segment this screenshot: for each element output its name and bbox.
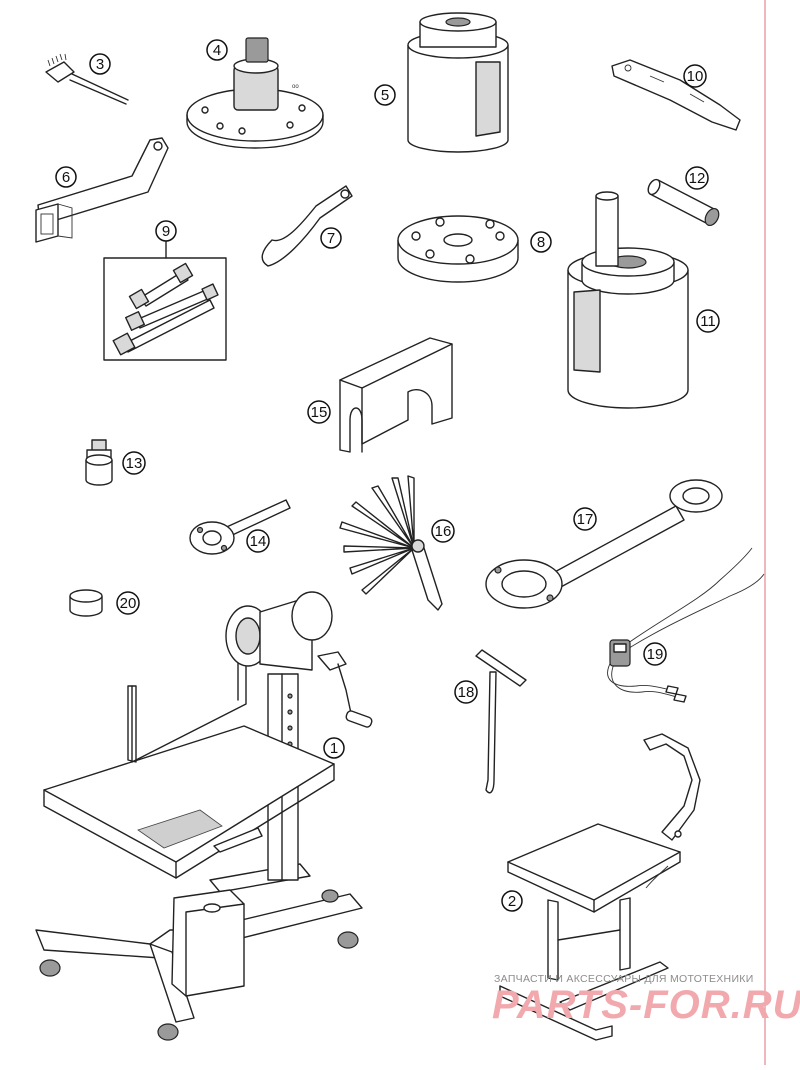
- callout-circle: [122, 451, 146, 475]
- callout-number: 5: [381, 87, 389, 104]
- callout-circle: [89, 53, 111, 75]
- callout-3: 3: [89, 53, 111, 75]
- callout-number: 15: [311, 404, 328, 421]
- callout-1: 1: [323, 737, 345, 759]
- callout-circle: [116, 591, 140, 615]
- part-1-engine-stand: [35, 591, 373, 1041]
- part-11-press-fixture: [567, 191, 689, 409]
- watermark-logo-text: PARTS-FOR.RU: [492, 983, 800, 1027]
- callout-number: 18: [458, 684, 475, 701]
- callout-14: 14: [246, 529, 270, 553]
- callout-15: 15: [307, 400, 331, 424]
- part-4-puller-plate: oo: [186, 37, 324, 149]
- callout-circle: [573, 507, 597, 531]
- callout-19: 19: [643, 642, 667, 666]
- callout-6: 6: [55, 166, 77, 188]
- callout-17: 17: [573, 507, 597, 531]
- callout-circle: [246, 529, 270, 553]
- callout-circle: [685, 166, 709, 190]
- callout-circle: [696, 309, 720, 333]
- callout-circle: [307, 400, 331, 424]
- callout-7: 7: [320, 227, 342, 249]
- callout-circle: [323, 737, 345, 759]
- wheel: [39, 889, 359, 1041]
- part-9-bolt-set: [103, 239, 227, 361]
- part-2-lift-stand: [499, 733, 701, 1041]
- callout-number: 20: [120, 595, 137, 612]
- callout-circle: [643, 642, 667, 666]
- callout-circle: [454, 680, 478, 704]
- callout-11: 11: [696, 309, 720, 333]
- callout-number: 13: [126, 455, 143, 472]
- callout-number: 8: [537, 234, 545, 251]
- callout-circle: [206, 39, 228, 61]
- part-14-locking-tool: [189, 499, 291, 555]
- callout-10: 10: [683, 64, 707, 88]
- callout-circle: [55, 166, 77, 188]
- callout-circle: [501, 890, 523, 912]
- callout-number: 12: [689, 170, 706, 187]
- callout-number: 2: [508, 893, 516, 910]
- callout-number: 17: [577, 511, 594, 528]
- callout-number: 4: [213, 42, 221, 59]
- callout-circle: [320, 227, 342, 249]
- callout-20: 20: [116, 591, 140, 615]
- part-19-switch-cable: [607, 547, 765, 703]
- svg-text:oo: oo: [292, 84, 299, 90]
- callout-circle: [683, 64, 707, 88]
- callout-number: 19: [647, 646, 664, 663]
- part-8-disc: [397, 215, 519, 283]
- part-5-sleeve: [407, 12, 509, 153]
- part-18-t-handle-hook: [475, 649, 527, 794]
- callout-18: 18: [454, 680, 478, 704]
- part-17-pin-spanner: [485, 479, 723, 609]
- callout-number: 14: [250, 533, 267, 550]
- callout-number: 16: [435, 523, 452, 540]
- callout-2: 2: [501, 890, 523, 912]
- callout-circle: [431, 519, 455, 543]
- callout-13: 13: [122, 451, 146, 475]
- part-12-tube: [647, 178, 720, 227]
- part-20-puck: [69, 589, 103, 617]
- callout-8: 8: [530, 231, 552, 253]
- callout-number: 7: [327, 230, 335, 247]
- callout-9: 9: [155, 220, 177, 242]
- callout-circle: [155, 220, 177, 242]
- callout-number: 11: [700, 313, 716, 330]
- callout-4: 4: [206, 39, 228, 61]
- part-16-feeler-gauge: [339, 475, 443, 611]
- callout-12: 12: [685, 166, 709, 190]
- part-13-weight: [85, 439, 113, 486]
- callout-number: 9: [162, 223, 170, 240]
- callout-circle: [374, 84, 396, 106]
- part-15-u-block: [339, 337, 453, 453]
- watermark-tagline: ЗАПЧАСТИ И АКСЕССУАРЫ ДЛЯ МОТОТЕХНИКИ: [494, 973, 754, 985]
- callout-16: 16: [431, 519, 455, 543]
- part-6-socket-wrench: [35, 137, 169, 243]
- part-7-hook-spanner: [261, 185, 353, 267]
- callout-circle: [530, 231, 552, 253]
- callout-number: 6: [62, 169, 70, 186]
- part-3-brush-tool: [45, 53, 129, 105]
- callout-5: 5: [374, 84, 396, 106]
- callout-number: 3: [96, 56, 104, 73]
- watermark: ЗАПЧАСТИ И АКСЕССУАРЫ ДЛЯ МОТОТЕХНИКИ PA…: [492, 973, 800, 1027]
- tray-mesh: [137, 809, 223, 849]
- callout-number: 10: [687, 68, 704, 85]
- callout-number: 1: [330, 740, 338, 757]
- part-10-flat-bar: [611, 59, 741, 131]
